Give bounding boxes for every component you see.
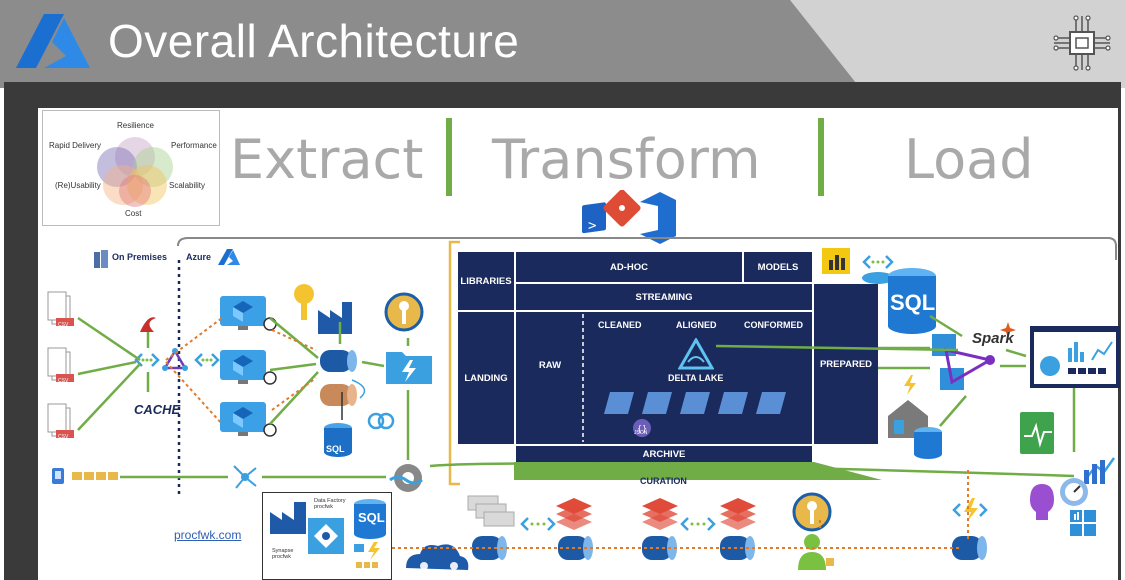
delta-lake-label: DELTA LAKE xyxy=(668,373,724,383)
raw-cell: RAW xyxy=(538,359,562,371)
sql-database-icon xyxy=(324,423,352,457)
synapse-workspace-icon xyxy=(308,518,344,554)
libraries-cell: LIBRARIES xyxy=(458,252,514,310)
gateway-cloud-icon xyxy=(862,255,894,284)
on-premises-building-icon xyxy=(94,250,108,268)
etl-divider-2 xyxy=(818,118,824,196)
aligned-label: ALIGNED xyxy=(676,320,717,330)
raw-divider xyxy=(582,314,584,442)
on-prem-azure-boundary xyxy=(177,260,181,498)
adhoc-cell: AD-HOC xyxy=(516,252,742,282)
link-icon xyxy=(367,412,395,430)
svg-text:{}: {} xyxy=(637,424,647,433)
spark-star-icon xyxy=(1000,322,1016,338)
csv-files-icon xyxy=(47,291,74,438)
procfwk-sql-icon xyxy=(354,499,386,568)
extract-heading: Extract xyxy=(230,128,424,191)
storage-pipes-icon xyxy=(320,350,357,406)
warehouse-database-icon xyxy=(888,400,942,459)
dashboard-monitor-icon xyxy=(1030,326,1120,388)
azure-label: Azure xyxy=(186,252,212,262)
sql-warehouse-label: SQL xyxy=(890,290,936,315)
analytics-insights-icon xyxy=(1030,457,1116,536)
app-insights-icon xyxy=(1020,412,1054,454)
cleaned-label: CLEANED xyxy=(598,320,642,330)
sql-db-label: SQL xyxy=(326,444,345,454)
json-icon: {} xyxy=(633,419,651,437)
event-grid-icon xyxy=(233,465,257,489)
power-bi-icon xyxy=(822,248,850,274)
sql-warehouse-icon xyxy=(888,268,936,334)
key-vault-icon xyxy=(384,292,424,332)
csv-label-2: CSV xyxy=(58,378,69,384)
streaming-cell: STREAMING xyxy=(516,284,812,310)
procfwk-sql-label: SQL xyxy=(358,510,385,525)
reusability-label: (Re)Usability xyxy=(55,181,101,190)
devops-tools-icon: >_ xyxy=(582,190,676,244)
cost-label: Cost xyxy=(125,209,142,218)
etl-divider-1 xyxy=(446,118,452,196)
on-premises-label: On Premises xyxy=(112,252,168,262)
scalability-label: Scalability xyxy=(169,181,206,190)
data-lake-storage-icon xyxy=(386,352,432,384)
stream-analytics-icon xyxy=(389,464,423,492)
curation-label: CURATION xyxy=(640,476,687,486)
key-and-factory-icon xyxy=(294,284,352,334)
resilience-label: Resilience xyxy=(117,121,154,130)
load-heading: Load xyxy=(904,128,1034,191)
csv-label-3: CSV xyxy=(58,434,69,440)
json-label: JSON xyxy=(634,430,648,436)
performance-label: Performance xyxy=(171,141,217,150)
rapid-delivery-label: Rapid Delivery xyxy=(49,141,102,150)
parquet-files-icon xyxy=(604,392,786,414)
sql-server-icon xyxy=(140,317,156,332)
bottom-pipeline-icons xyxy=(406,492,988,570)
processor-chip-icon xyxy=(1053,15,1111,71)
delta-lake-logo-icon xyxy=(678,338,714,370)
models-cell: MODELS xyxy=(744,252,812,282)
csv-label-1: CSV xyxy=(58,322,69,328)
spark-label: Spark xyxy=(972,330,1014,347)
principles-venn-box: Resilience Rapid Delivery Performance (R… xyxy=(42,110,220,226)
synapse-caption: Synapse procfwk xyxy=(272,548,294,560)
conformed-label: CONFORMED xyxy=(744,320,803,330)
gateway-icon xyxy=(134,353,160,367)
transform-heading: Transform xyxy=(492,128,761,191)
lake-bracket xyxy=(448,240,460,486)
archive-cell: ARCHIVE xyxy=(516,446,812,462)
curation-wedge xyxy=(514,462,882,480)
virtual-machines-icon xyxy=(220,296,277,437)
data-factory-icon xyxy=(270,502,306,534)
landing-cell: LANDING xyxy=(458,312,514,444)
prepared-cell: PREPARED xyxy=(814,284,878,444)
azure-small-logo-icon xyxy=(218,249,240,265)
azure-scope-bracket xyxy=(177,237,1117,260)
data-factory-caption: Data Factory procfwk xyxy=(314,498,346,510)
venn-diagram-icon xyxy=(97,137,173,207)
lake-zones-block xyxy=(516,312,812,444)
function-small-icon xyxy=(904,375,916,395)
azure-logo-icon xyxy=(16,14,90,68)
integration-runtime-icon xyxy=(162,348,188,371)
svg-text:>_: >_ xyxy=(588,218,605,234)
cache-label: CACHE xyxy=(134,402,181,417)
page-title: Overall Architecture xyxy=(108,15,520,67)
procfwk-link[interactable]: procfwk.com xyxy=(174,528,242,542)
iot-device-icon xyxy=(52,468,118,484)
